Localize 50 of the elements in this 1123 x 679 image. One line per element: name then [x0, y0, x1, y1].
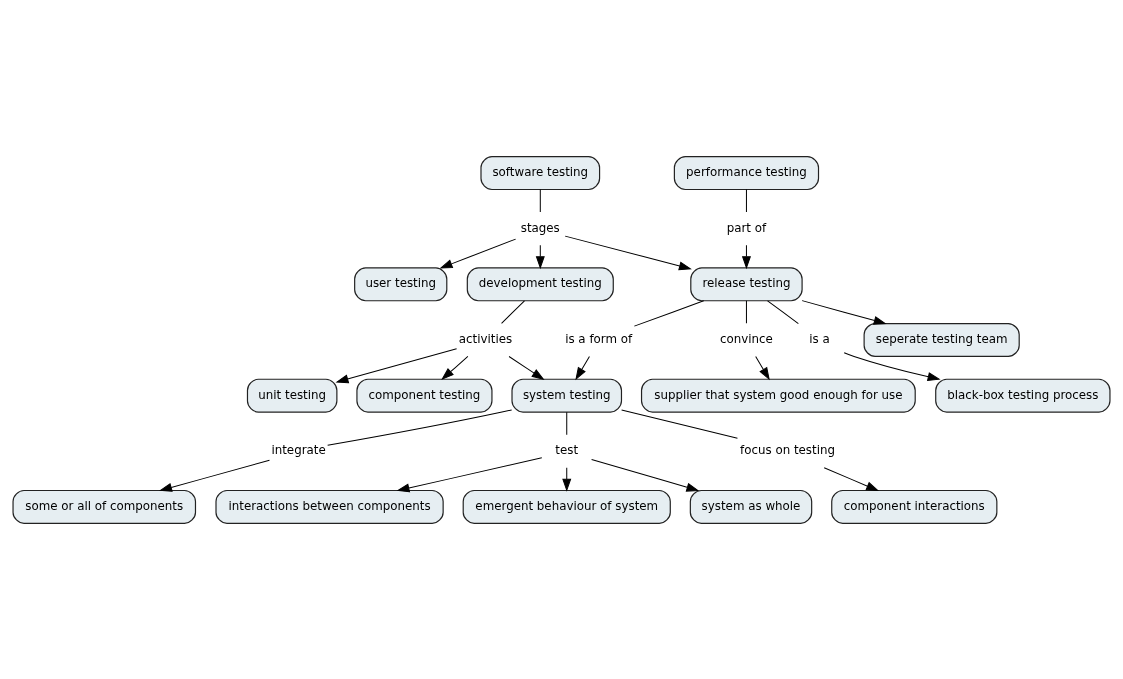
arrow: [397, 456, 543, 492]
arrow: [160, 459, 270, 492]
node-box: system testing: [511, 378, 623, 413]
arrow: [535, 244, 545, 268]
node-box: development testing: [466, 266, 614, 301]
node-text: test: [555, 442, 579, 457]
arrow: [823, 466, 879, 491]
node-box: black-box testing process: [935, 378, 1111, 413]
node-text: activities: [458, 331, 513, 346]
node-box: interactions between components: [215, 489, 444, 524]
connector: [566, 411, 568, 435]
arrow: [336, 347, 458, 383]
node-box: emergent behaviour of system: [462, 489, 671, 524]
node-box: user testing: [354, 266, 448, 301]
arrow: [742, 244, 751, 268]
arrow: [591, 458, 699, 492]
node-text: convince: [720, 331, 773, 346]
node-box: unit testing: [246, 378, 338, 413]
arrow: [843, 351, 940, 381]
arrow: [564, 235, 691, 270]
connector: [633, 299, 705, 327]
node-text: stages: [520, 220, 560, 235]
node-box: component testing: [356, 378, 493, 413]
node-box: performance testing: [673, 155, 820, 190]
arrow: [508, 355, 544, 380]
arrow: [441, 355, 469, 379]
node-text: focus on testing: [740, 442, 835, 457]
node-box: seperate testing team: [863, 322, 1020, 357]
node-text: part of: [726, 220, 767, 235]
arrow: [801, 299, 886, 325]
connector: [745, 188, 747, 213]
arrow: [562, 466, 572, 491]
node-text: is a: [809, 331, 830, 346]
node-box: some or all of components: [12, 489, 197, 524]
connector: [501, 299, 525, 324]
node-box: system as whole: [689, 489, 813, 524]
node-text: integrate: [271, 442, 326, 457]
connector: [327, 408, 513, 446]
connector: [621, 408, 738, 439]
node-text: is a form of: [565, 331, 633, 346]
connector: [767, 299, 799, 324]
connector: [539, 188, 541, 213]
node-box: release testing: [690, 266, 803, 301]
connector: [745, 299, 747, 324]
node-box: component interactions: [831, 489, 998, 524]
arrow: [755, 355, 770, 379]
arrow: [440, 238, 517, 268]
node-box: supplier that system good enough for use: [640, 378, 916, 413]
node-box: software testing: [480, 155, 601, 190]
arrow: [575, 355, 590, 379]
